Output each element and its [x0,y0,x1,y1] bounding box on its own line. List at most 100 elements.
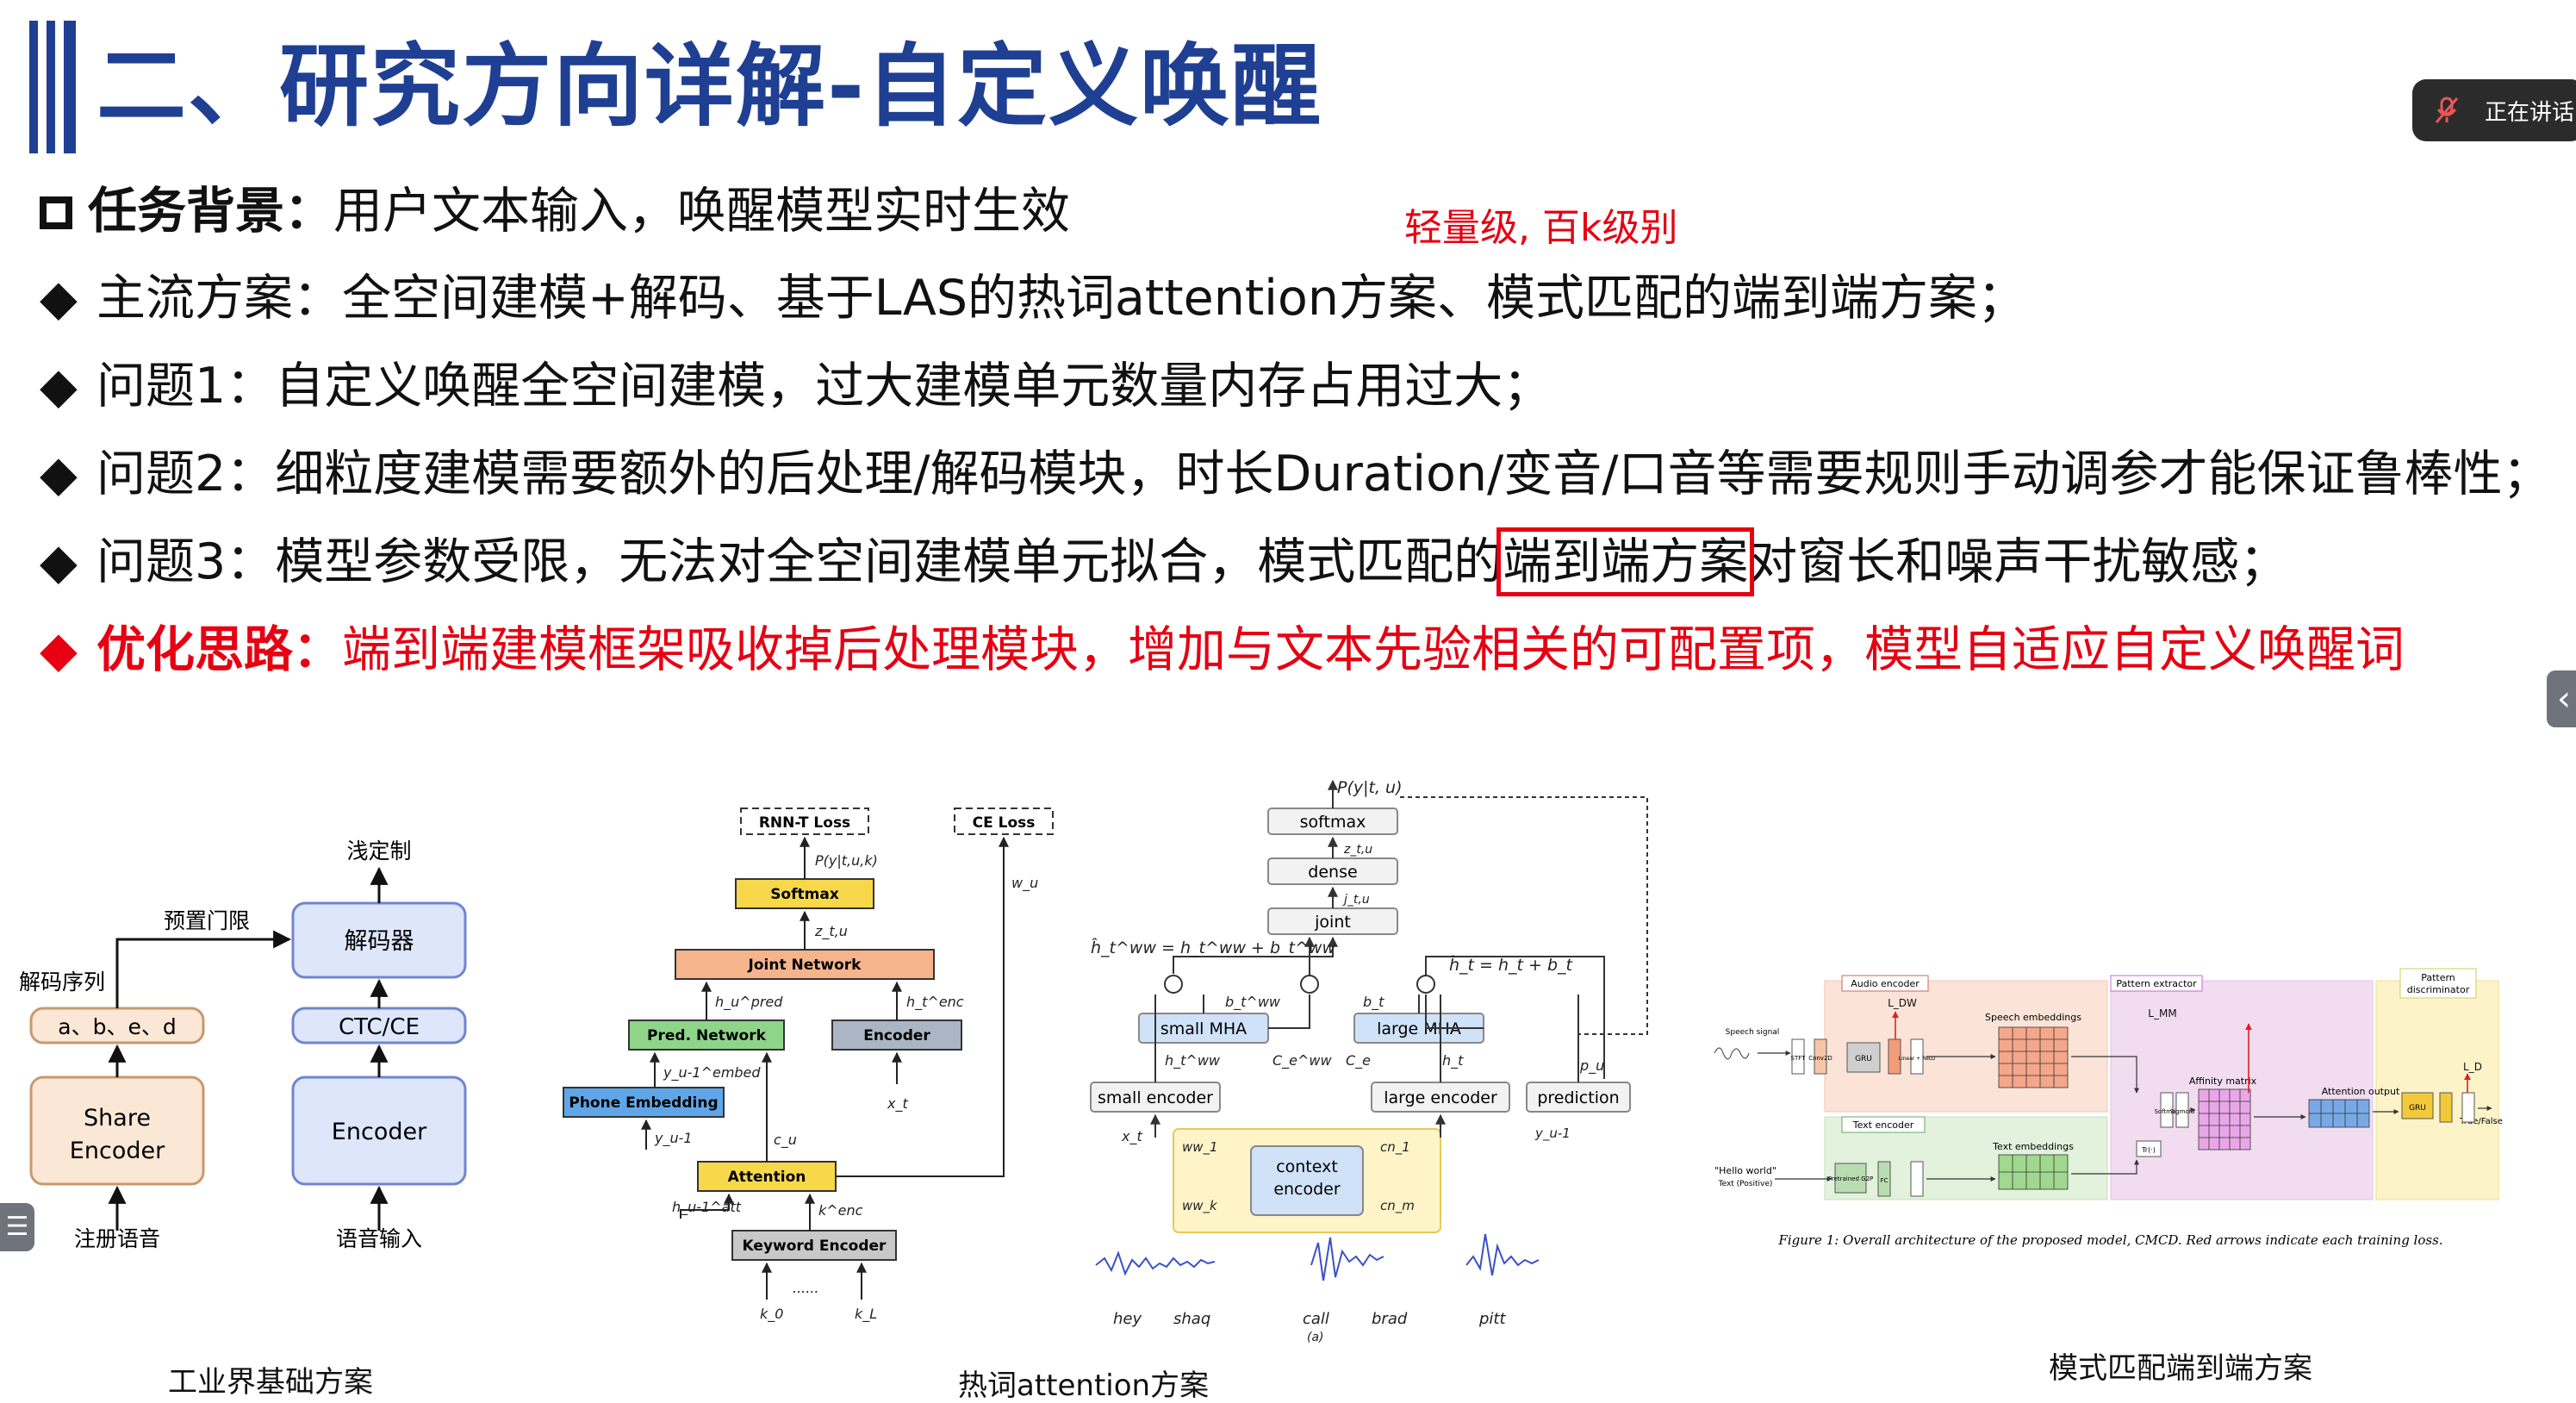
bullet-label: 优化思路： [96,621,342,678]
p-u-label: p_u [1579,1057,1604,1075]
light-custom-label: 浅定制 [346,839,411,864]
h-t-label: h_t [1442,1052,1464,1069]
collapse-panel-button[interactable]: ‹ [2547,670,2576,727]
bullet-problem-2: ◆问题2：细粒度建模需要额外的后处理/解码模块，时长Duration/变音/口音… [40,440,2551,508]
share-encoder-label: Share [84,1105,151,1132]
pattern-extractor-label: Pattern extractor [2116,978,2197,989]
ce-loss-label: CE Loss [973,814,1036,832]
l-dw-label: L_DW [1888,997,1917,1009]
mha-context-diagram: softmax dense joint small MHA large MHA … [1090,778,1648,1344]
c-ww-label: C_e^ww [1272,1052,1333,1069]
context-encoder-label-2: encoder [1273,1180,1341,1199]
industry-caption: 工业界基础方案 [168,1365,373,1400]
bullet-task-background: 任务背景：用户文本输入，唤醒模型实时生效 [40,177,1070,246]
bullet-problem-1: ◆ 问题1：自定义唤醒全空间建模，过大建模单元数量内存占用过大； [40,352,1552,421]
mha-softmax-label: softmax [1300,813,1366,832]
y-u-label: y_u-1 [1534,1126,1571,1142]
w-label: w_u [1011,875,1038,892]
diamond-bullet-icon: ◆ [40,533,78,590]
register-voice-label: 注册语音 [74,1226,160,1250]
rnnt-loss-label: RNN-T Loss [759,814,850,832]
ctc-ce-label: CTC/CE [339,1014,420,1040]
diamond-bullet-icon: ◆ [40,358,78,415]
prob-label: P(y|t,u,k) [815,852,878,869]
muted-mic-icon [2435,97,2459,123]
bullet-label: 任务背景： [88,183,333,240]
word-brad: brad [1372,1310,1408,1328]
attention-label: Attention [728,1169,806,1186]
bullet-text: 端到端建模框架吸收掉后处理模块，增加与文本先验相关的可配置项，模型自适应自定义唤… [342,621,2405,678]
chevron-left-icon: ‹ [2557,679,2571,719]
context-encoder-label: context [1276,1157,1338,1176]
text-emb-label: Text embeddings [1992,1141,2074,1152]
stft-label: STFT [1791,1055,1807,1062]
preset-threshold-label: 预置门限 [164,908,250,933]
hello-world-label: "Hello world" [1714,1165,1776,1176]
small-encoder-label: small encoder [1098,1088,1213,1107]
h-ww-label: h_t^ww [1165,1052,1221,1069]
voice-input-label: 语音输入 [336,1226,422,1250]
title-accent-bars [29,21,81,153]
phone-embedding-label: Phone Embedding [569,1094,718,1112]
hotword-attention-diagram: RNN-T Loss CE Loss Softmax Joint Network… [563,808,1054,1323]
speaking-indicator[interactable]: 正在讲话: [2412,79,2576,141]
mha-joint-label: joint [1314,913,1351,932]
menu-toggle-button[interactable]: ☰ [0,1203,34,1251]
cn1-label: cn_1 [1380,1139,1410,1156]
red-annotation-note: 轻量级, 百k级别 [1404,206,1678,250]
ww1-label: ww_1 [1182,1139,1218,1156]
gru-label: GRU [1855,1055,1872,1063]
bullet-text: 主流方案：全空间建模+解码、基于LAS的热词attention方案、模式匹配的端… [96,270,2027,327]
bullet-text: 问题1：自定义唤醒全空间建模，过大建模单元数量内存占用过大； [96,358,1552,415]
transpose-label: Tr(·) [2141,1146,2156,1154]
word-shaq: shaq [1173,1310,1210,1328]
fc-label: FC [1881,1177,1888,1184]
cnm-label: cn_m [1380,1198,1415,1214]
mha-dense-label: dense [1308,863,1357,882]
attention-output-label: Attention output [2322,1086,2400,1097]
speaking-status-text: 正在讲话: [2485,99,2576,126]
red-diamond-bullet-icon: ◆ [40,621,78,678]
cmcd-architecture-diagram: Audio encoder Pattern extractor Pattern … [1714,968,2503,1248]
word-hey: hey [1113,1310,1142,1328]
l-mm-label: L_MM [2148,1007,2176,1020]
decode-sequence-label: 解码序列 [19,970,105,995]
word-call: call [1303,1310,1329,1328]
attention-encoder-label: Encoder [863,1027,930,1044]
equation-right: ĥ_t = h_t + b_t [1449,955,1574,975]
diamond-bullet-icon: ◆ [40,446,78,502]
text-positive-label: Text (Positive) [1718,1180,1773,1188]
conv2d-label: Conv2D [1808,1055,1832,1062]
b-ww-label: b_t^ww [1225,994,1281,1011]
text-encoder-label: Text encoder [1852,1119,1914,1131]
bullet-text: 用户文本输入，唤醒模型实时生效 [333,183,1070,240]
pattern-disc-label: Pattern [2421,972,2455,983]
h-enc-label: h_t^enc [906,994,964,1011]
decoder-label: 解码器 [345,928,414,955]
mha-x-t-label: x_t [1121,1128,1142,1145]
y-prev-label: y_u-1 [654,1130,693,1147]
bullet-text-tail: 对窗长和噪声干扰敏感； [1748,533,2289,590]
dots-label: ...... [793,1280,819,1296]
attention-caption: 热词attention方案 [958,1369,1210,1403]
sigmoid-label: Sigmoid [2170,1108,2194,1115]
k-enc-label: k^enc [818,1202,863,1219]
bullet-problem-3: ◆问题3：模型参数受限，无法对全空间建模单元拟合，模式匹配的端到端方案对窗长和噪… [40,527,2288,596]
joint-network-label: Joint Network [748,957,862,974]
wwk-label: ww_k [1182,1198,1218,1214]
true-false-label: True/False [2459,1117,2503,1126]
slide-title: 二、研究方向详解-自定义唤醒 [96,34,1323,139]
y-embed-label: y_u-1^embed [663,1064,761,1082]
c-e-label: C_e [1346,1052,1371,1069]
cmcd-softmax-label: Softmax [2154,1108,2179,1115]
h-att-label: h_u-1^att [672,1199,742,1216]
subfigure-label: (a) [1307,1331,1324,1344]
prediction-label: prediction [1537,1088,1619,1107]
equation-left: ĥ_t^ww = h_t^ww + b_t^ww [1091,938,1335,957]
sequence-label: a、b、e、d [58,1014,176,1039]
bullet-text: 问题3：模型参数受限，无法对全空间建模单元拟合，模式匹配的 [96,533,1503,590]
z-label: z_t,u [814,923,848,940]
linear-relu-label: Linear + ReLU [1899,1056,1936,1062]
speech-signal-label: Speech signal [1726,1028,1780,1037]
square-bullet-icon [40,196,72,229]
